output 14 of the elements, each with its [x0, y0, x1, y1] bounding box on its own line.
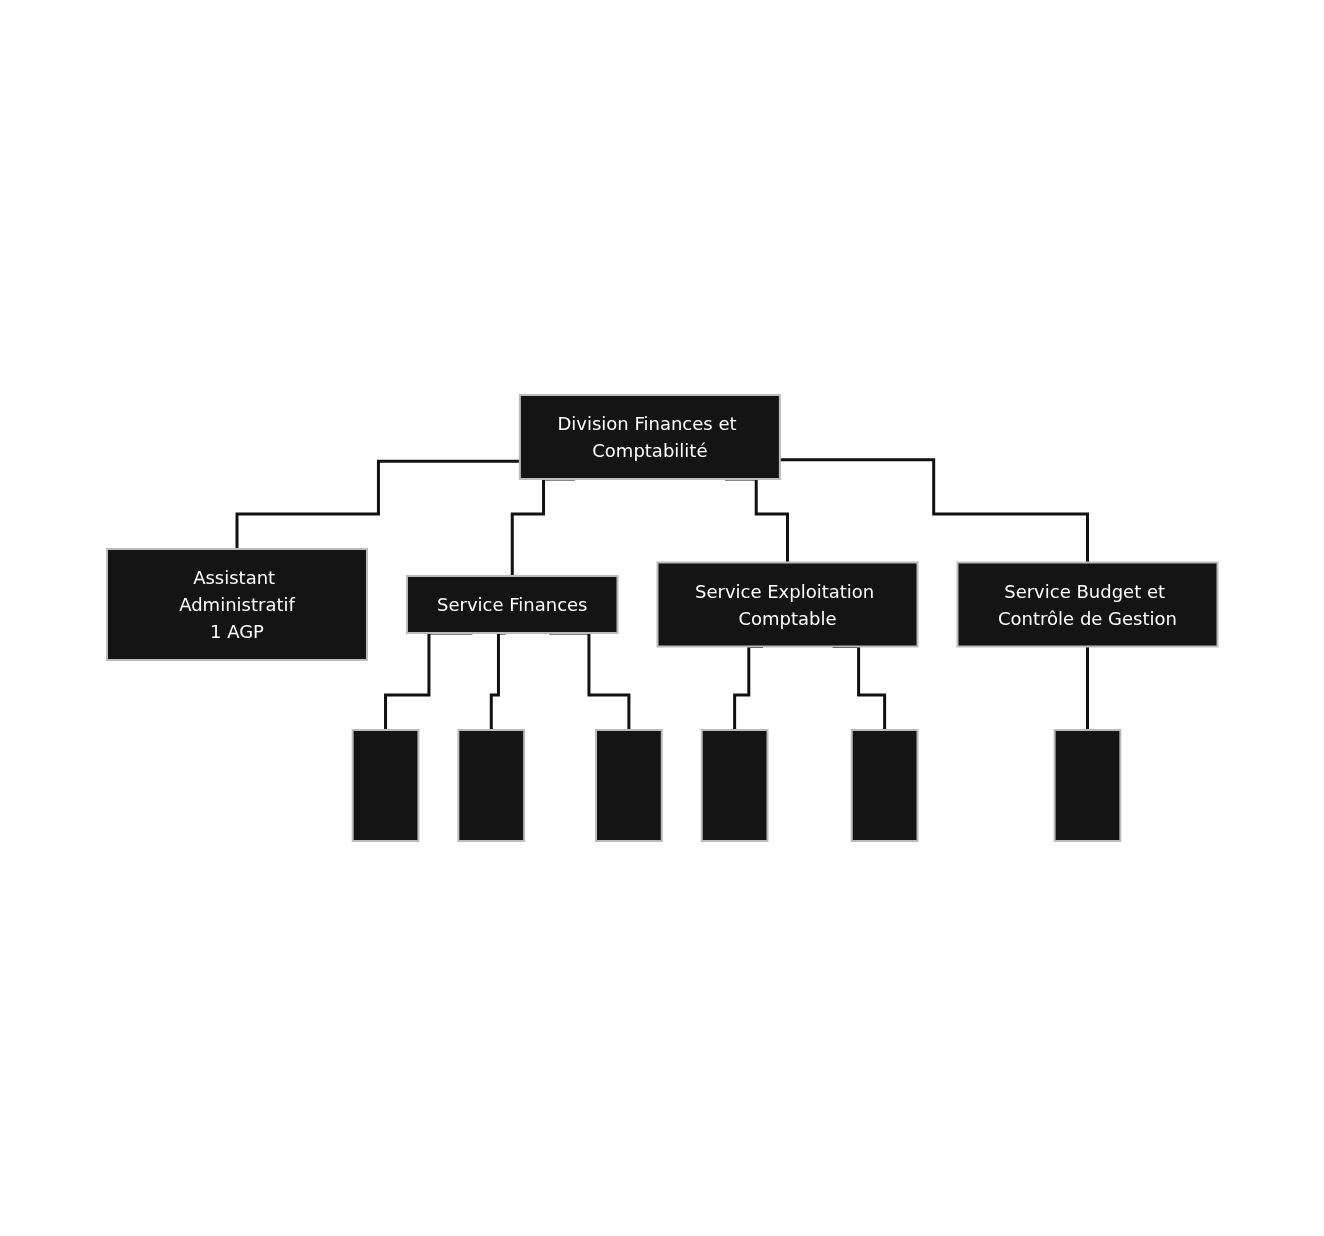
node-box: Division Finances et Comptabilité — [518, 394, 781, 480]
node-box: Assistant Administratif 1 AGP — [105, 548, 368, 661]
node-box — [594, 729, 663, 842]
node-box: Service Budget et Contrôle de Gestion — [956, 561, 1219, 648]
node-box — [351, 729, 420, 842]
connector — [235, 459, 520, 551]
node-box — [700, 729, 769, 842]
node-box — [850, 729, 919, 842]
node-box — [1053, 729, 1122, 842]
connector — [779, 458, 1089, 564]
node-box: Service Finances — [405, 575, 619, 634]
node-box — [457, 729, 525, 842]
node-box: Service Exploitation Comptable — [656, 561, 919, 648]
connector — [1085, 645, 1089, 732]
